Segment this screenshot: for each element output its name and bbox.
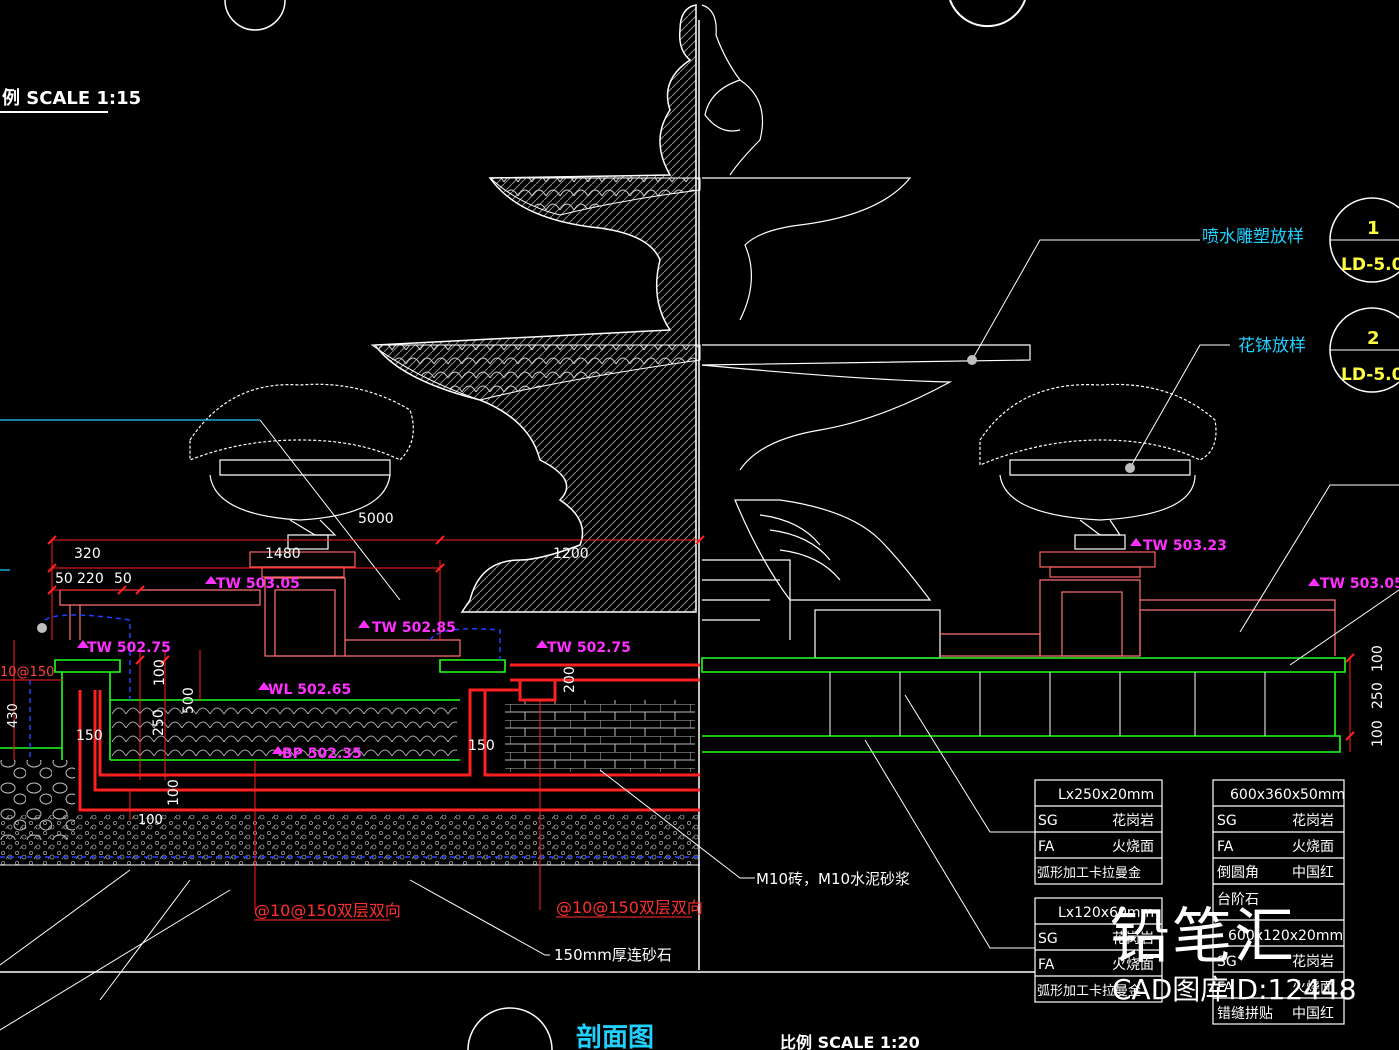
leader-dot-2	[1125, 463, 1135, 473]
table1-r3c1: 弧形加工卡拉曼金	[1037, 865, 1141, 881]
elev-tw-503-05-right: TW 503.05	[1320, 576, 1399, 592]
table4-r3c2: 中国红	[1292, 1006, 1334, 1022]
ref1-number: 1	[1367, 218, 1380, 239]
table1-r1c1: SG	[1038, 813, 1058, 829]
dim-r100: 100	[1370, 645, 1386, 672]
left-wall-elevation	[59, 577, 1336, 657]
dim-220: 220	[77, 571, 104, 587]
table4-r0c1: 台阶石	[1217, 892, 1259, 908]
table2-r2c2: 火烧面	[1292, 839, 1334, 855]
dim-150a: 150	[76, 728, 103, 744]
elev-tw-502-75-left: TW 502.75	[87, 640, 171, 656]
table3-r2c1: FA	[1038, 957, 1055, 973]
table4-r2c2: 火烧面	[1292, 980, 1334, 996]
callout-fountain-sculpture: 喷水雕塑放样	[1202, 227, 1304, 247]
table2-r1c2: 花岗岩	[1292, 813, 1334, 829]
ref-bubble-1: 1 LD-5.01	[1329, 197, 1399, 283]
dim-50a: 50	[55, 571, 73, 587]
elev-tw-502-85: TW 502.85	[372, 620, 456, 636]
dim-320: 320	[74, 546, 101, 562]
concrete-rebar-red	[78, 663, 700, 812]
dim-r250: 250	[1370, 682, 1386, 709]
dim-200: 200	[562, 666, 578, 693]
elev-wl-502-65: WL 502.65	[268, 682, 351, 698]
elev-tw-502-75-mid: TW 502.75	[547, 640, 631, 656]
dim-5000: 5000	[358, 511, 394, 527]
leader-dot-1	[967, 355, 977, 365]
note-brick: M10砖，M10水泥砂浆	[756, 870, 910, 888]
elev-tw-503-23: TW 503.23	[1143, 538, 1227, 554]
table2-r2c1: FA	[1217, 839, 1234, 855]
table1-r2c2: 火烧面	[1112, 839, 1154, 855]
table3-r3c1: 弧形加工卡拉曼金	[1037, 983, 1141, 999]
dim-430: 430	[6, 703, 21, 728]
dim-150b: 150	[468, 738, 495, 754]
note-rebar-right: @10@150双层双向	[556, 898, 703, 917]
table2-size: 600x360x50mm	[1230, 787, 1345, 803]
dim-1200: 1200	[553, 546, 589, 562]
leader-dot-3	[37, 623, 47, 633]
table1-r1c2: 花岗岩	[1112, 813, 1154, 829]
table3-r2c2: 火烧面	[1112, 957, 1154, 973]
dim-100b: 100	[166, 779, 182, 806]
table2-r3c1: 倒圆角	[1217, 865, 1259, 881]
table4-size: 600x120x20mm	[1228, 928, 1343, 944]
table4-r2c1: FA	[1217, 980, 1234, 996]
elev-bp-502-35: BP 502.35	[282, 746, 362, 762]
material-table-3	[1034, 897, 1163, 1003]
table4-r3c1: 错缝拼贴	[1217, 1006, 1273, 1022]
left-edge-marks	[0, 419, 260, 571]
callout-flower-pot: 花钵放样	[1238, 336, 1306, 356]
brand-watermark: 铅笔汇	[1110, 902, 1296, 972]
section-title: 剖面图	[576, 1022, 654, 1050]
scale-label-top: 例 SCALE 1:15	[2, 87, 141, 109]
dim-r100b: 100	[1370, 720, 1386, 747]
blue-pipe-lines	[0, 614, 700, 858]
flower-pot-left	[189, 383, 414, 578]
note-rebar-left: @10@150双层双向	[254, 901, 401, 920]
table3-r1c2: 花岗岩	[1112, 931, 1154, 947]
top-detail-circle	[949, 0, 1026, 27]
dim-250: 250	[151, 709, 167, 736]
material-table-2	[1212, 779, 1345, 885]
dimension-ticks	[47, 535, 1355, 741]
ref2-sheet: LD-5.01	[1341, 365, 1399, 385]
brick-wall	[505, 700, 695, 772]
table2-r3c2: 中国红	[1292, 865, 1334, 881]
dim-100a: 100	[152, 659, 168, 686]
scale-label-bottom: 比例 SCALE 1:20	[780, 1033, 920, 1050]
dim-1480: 1480	[265, 546, 301, 562]
table4-r1c2: 花岗岩	[1292, 954, 1334, 970]
flower-pot-right	[979, 383, 1217, 578]
note-gravel: 150mm厚连砂石	[554, 946, 672, 964]
dim-100c: 100	[138, 813, 163, 828]
ref-bubble-2: 2 LD-5.01	[1329, 307, 1399, 393]
table3-r1c1: SG	[1038, 931, 1058, 947]
table3-size: Lx120x60mm	[1058, 905, 1154, 921]
table1-size: Lx250x20mm	[1058, 787, 1154, 803]
material-table-4	[1212, 883, 1345, 1025]
fountain-elevation-right	[701, 4, 1031, 659]
dim-10150: 10@150	[0, 665, 54, 680]
gravel-base	[0, 815, 700, 865]
bottom-detail-circle	[467, 1007, 553, 1050]
elev-tw-503-05-left: TW 503.05	[216, 576, 300, 592]
basin-panels-right	[829, 672, 1266, 736]
material-table-1	[1034, 779, 1163, 885]
table2-r1c1: SG	[1217, 813, 1237, 829]
table1-r2c1: FA	[1038, 839, 1055, 855]
dim-500: 500	[181, 687, 197, 714]
fountain-section-left	[370, 4, 701, 613]
ref2-number: 2	[1367, 328, 1380, 349]
ref1-sheet: LD-5.01	[1341, 255, 1399, 275]
top-detail-circle-2	[224, 0, 286, 31]
dim-50b: 50	[114, 571, 132, 587]
leader-lines	[0, 239, 1399, 1031]
elevation-markers	[77, 538, 1320, 754]
basin-water	[112, 700, 457, 760]
table4-r1c1: SG	[1217, 954, 1237, 970]
brand-id: CAD图库ID:12448	[1112, 973, 1357, 1006]
stone-fill-left	[0, 760, 75, 840]
